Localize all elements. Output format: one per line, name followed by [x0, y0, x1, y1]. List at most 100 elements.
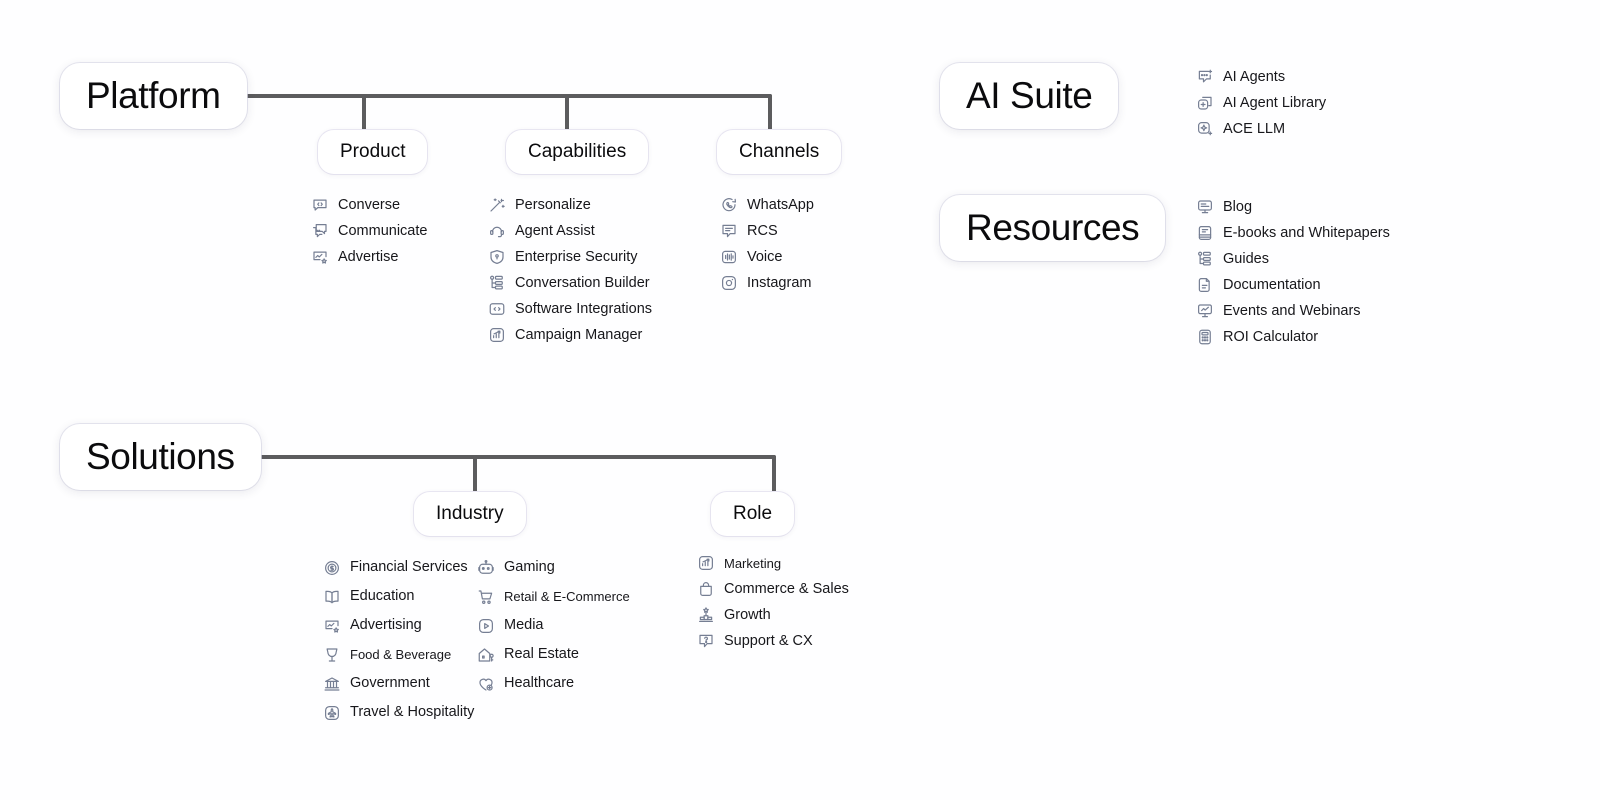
list-item-label: Communicate: [338, 222, 428, 239]
list-item-label: Software Integrations: [515, 300, 653, 317]
list-item[interactable]: Travel & Hospitality: [323, 698, 474, 727]
list-item-label: Enterprise Security: [515, 248, 638, 265]
list-item-label: Food & Beverage: [350, 647, 452, 662]
list-item[interactable]: AI Agents: [1196, 64, 1326, 90]
platform-connector-horizontal: [240, 94, 772, 98]
branch-pill-product[interactable]: Product: [318, 130, 428, 174]
list-item[interactable]: Government: [323, 669, 474, 698]
list-item[interactable]: Guides: [1196, 246, 1390, 272]
branch-pill-industry[interactable]: Industry: [414, 492, 526, 536]
node-tree-icon: [1196, 250, 1214, 268]
chat-bubble-icon: [311, 222, 329, 240]
heart-plus-icon: [477, 675, 495, 693]
monitor-text-icon: [1196, 198, 1214, 216]
list-item[interactable]: Conversation Builder: [488, 270, 652, 296]
list-item-label: Blog: [1223, 198, 1253, 215]
list-item-label: AI Agents: [1223, 68, 1286, 85]
list-item[interactable]: Advertising: [323, 611, 474, 640]
list-item[interactable]: Growth: [697, 602, 849, 628]
list-item-label: Commerce & Sales: [724, 580, 849, 597]
branch-pill-channels[interactable]: Channels: [717, 130, 842, 174]
list-item-label: Growth: [724, 606, 771, 623]
house-key-icon: [477, 646, 495, 664]
list-item-label: Advertising: [350, 617, 422, 634]
coin-icon: [323, 559, 341, 577]
list-item[interactable]: Personalize: [488, 192, 652, 218]
list-item[interactable]: Food & Beverage: [323, 640, 474, 669]
list-item[interactable]: Campaign Manager: [488, 322, 652, 348]
list-item[interactable]: Gaming: [477, 553, 630, 582]
root-pill-resources[interactable]: Resources: [940, 195, 1166, 261]
list-item[interactable]: Advertise: [311, 244, 427, 270]
list-item[interactable]: Software Integrations: [488, 296, 652, 322]
list-item-label: Voice: [747, 248, 783, 265]
root-pill-solutions-label: Solutions: [86, 436, 235, 477]
question-bubble-icon: [697, 632, 715, 650]
list-item[interactable]: Converse: [311, 192, 427, 218]
list-item[interactable]: Marketing: [697, 550, 849, 576]
magic-wand-icon: [488, 196, 506, 214]
list-item-label: Travel & Hospitality: [350, 704, 475, 721]
robot-icon: [477, 559, 495, 577]
node-tree-icon: [488, 274, 506, 292]
list-item-label: WhatsApp: [747, 196, 814, 213]
list-item[interactable]: Media: [477, 611, 630, 640]
sparkle-box-icon: [1196, 120, 1214, 138]
chart-up-icon: [697, 554, 715, 572]
list-item[interactable]: Financial Services: [323, 553, 474, 582]
branch-pill-capabilities[interactable]: Capabilities: [506, 130, 649, 174]
list-item-label: Advertise: [338, 248, 399, 265]
bag-icon: [697, 580, 715, 598]
list-item[interactable]: Support & CX: [697, 628, 849, 654]
root-pill-resources-label: Resources: [966, 207, 1140, 248]
list-capabilities: Personalize Agent Assist Enterprise Secu…: [488, 192, 652, 348]
list-item[interactable]: ACE LLM: [1196, 116, 1326, 142]
platform-connector-capabilities: [565, 94, 569, 134]
list-item[interactable]: Healthcare: [477, 669, 630, 698]
branch-pill-industry-label: Industry: [436, 503, 504, 524]
list-item-label: Healthcare: [504, 675, 575, 692]
solutions-connector-horizontal: [248, 455, 776, 459]
list-item-label: Campaign Manager: [515, 326, 643, 343]
branch-pill-role[interactable]: Role: [711, 492, 795, 536]
list-industry-col-2: Gaming Retail & E-Commerce Media Real Es…: [477, 553, 630, 698]
list-item[interactable]: AI Agent Library: [1196, 90, 1326, 116]
list-item[interactable]: Enterprise Security: [488, 244, 652, 270]
list-item[interactable]: Retail & E-Commerce: [477, 582, 630, 611]
root-pill-platform[interactable]: Platform: [60, 63, 247, 129]
list-item-label: Personalize: [515, 196, 591, 213]
list-item[interactable]: Education: [323, 582, 474, 611]
root-pill-platform-label: Platform: [86, 75, 221, 116]
list-item[interactable]: E-books and Whitepapers: [1196, 220, 1390, 246]
list-role: Marketing Commerce & Sales Growth Suppor…: [697, 550, 849, 654]
calculator-icon: [1196, 328, 1214, 346]
list-item[interactable]: Events and Webinars: [1196, 298, 1390, 324]
list-item[interactable]: Instagram: [720, 270, 814, 296]
platform-connector-product: [362, 94, 366, 134]
list-item[interactable]: Real Estate: [477, 640, 630, 669]
root-pill-solutions[interactable]: Solutions: [60, 424, 261, 490]
list-item[interactable]: ROI Calculator: [1196, 324, 1390, 350]
list-item[interactable]: Commerce & Sales: [697, 576, 849, 602]
document-icon: [1196, 276, 1214, 294]
headset-icon: [488, 222, 506, 240]
list-item-label: Gaming: [504, 559, 555, 576]
code-box-icon: [488, 300, 506, 318]
solutions-connector-industry: [473, 455, 477, 496]
branch-pill-role-label: Role: [733, 503, 773, 524]
list-item[interactable]: Communicate: [311, 218, 427, 244]
list-channels: WhatsApp RCS Voice Instagram: [720, 192, 814, 296]
list-item[interactable]: Blog: [1196, 194, 1390, 220]
list-item[interactable]: Documentation: [1196, 272, 1390, 298]
list-item[interactable]: Agent Assist: [488, 218, 652, 244]
list-item-label: Guides: [1223, 250, 1269, 267]
list-item[interactable]: WhatsApp: [720, 192, 814, 218]
list-item-label: Conversation Builder: [515, 274, 650, 291]
root-pill-ai-suite[interactable]: AI Suite: [940, 63, 1119, 129]
list-item[interactable]: Voice: [720, 244, 814, 270]
branch-pill-product-label: Product: [340, 141, 406, 162]
chart-star-icon: [311, 248, 329, 266]
list-item[interactable]: RCS: [720, 218, 814, 244]
list-item-label: Marketing: [724, 555, 782, 571]
